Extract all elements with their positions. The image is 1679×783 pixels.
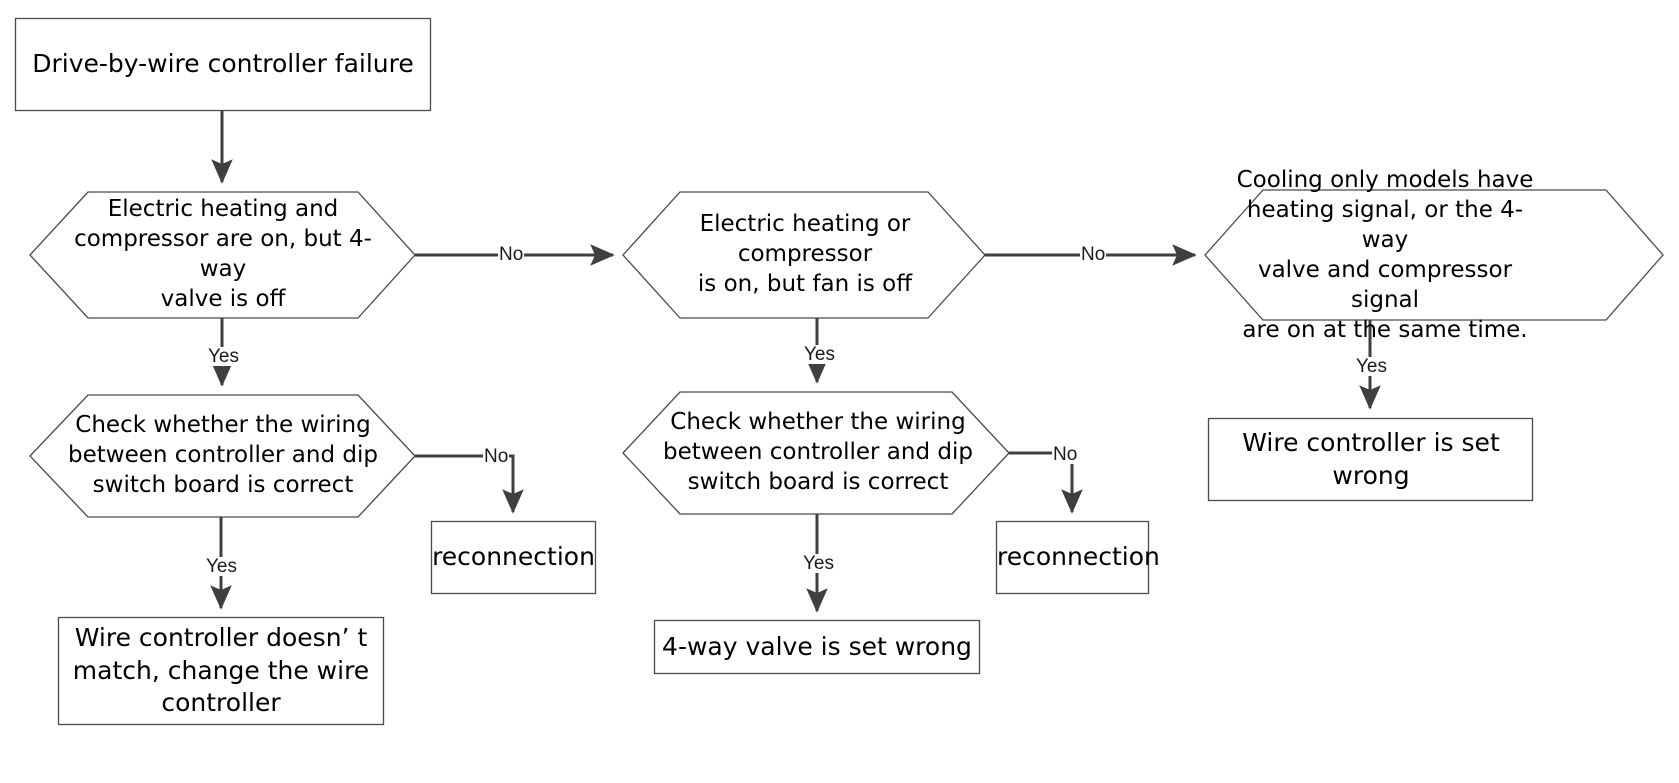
node-start-shape[interactable]	[14, 17, 432, 112]
edge-label-no-4-text: No	[1053, 444, 1078, 465]
edge-label-yes-1-text: Yes	[208, 346, 239, 367]
node-check-2-shape[interactable]	[622, 391, 1010, 515]
node-decision-2-shape[interactable]	[622, 191, 986, 319]
edge-label-decision-1-to-check-1: Yes	[207, 347, 240, 366]
edge-label-yes-4-text: Yes	[206, 556, 237, 577]
node-decision-3-shape[interactable]	[1204, 189, 1664, 321]
node-result-right-shape[interactable]	[1207, 417, 1534, 502]
edge-label-check-2-to-reconnect-2: No	[1052, 444, 1079, 465]
edge-label-check-1-to-result-left: Yes	[205, 557, 238, 576]
edge-label-decision-2-to-check-2: Yes	[803, 345, 836, 364]
node-result-left-shape[interactable]	[57, 616, 385, 726]
edge-label-decision-2-to-decision-3: No	[1080, 244, 1107, 265]
edge-label-no-1-text: No	[499, 244, 524, 265]
edge-label-no-3-text: No	[484, 446, 509, 467]
node-reconnect-1-shape[interactable]	[430, 520, 597, 595]
edge-label-decision-3-to-result-right: Yes	[1355, 357, 1388, 376]
node-result-middle-shape[interactable]	[653, 619, 981, 675]
edge-label-decision-1-to-decision-2: No	[498, 244, 525, 265]
node-reconnect-2-shape[interactable]	[995, 520, 1150, 595]
edge-check-1-to-reconnect-1	[415, 454, 524, 514]
node-check-1-shape[interactable]	[29, 394, 416, 518]
edge-label-check-1-to-reconnect-1: No	[483, 446, 510, 467]
edge-label-yes-3-text: Yes	[1356, 356, 1387, 377]
edge-label-no-2-text: No	[1081, 244, 1106, 265]
edge-label-yes-5-text: Yes	[803, 553, 834, 574]
edge-label-yes-2-text: Yes	[804, 344, 835, 365]
edge-label-check-2-to-result-middle: Yes	[802, 554, 835, 573]
node-decision-1-shape[interactable]	[29, 191, 416, 319]
